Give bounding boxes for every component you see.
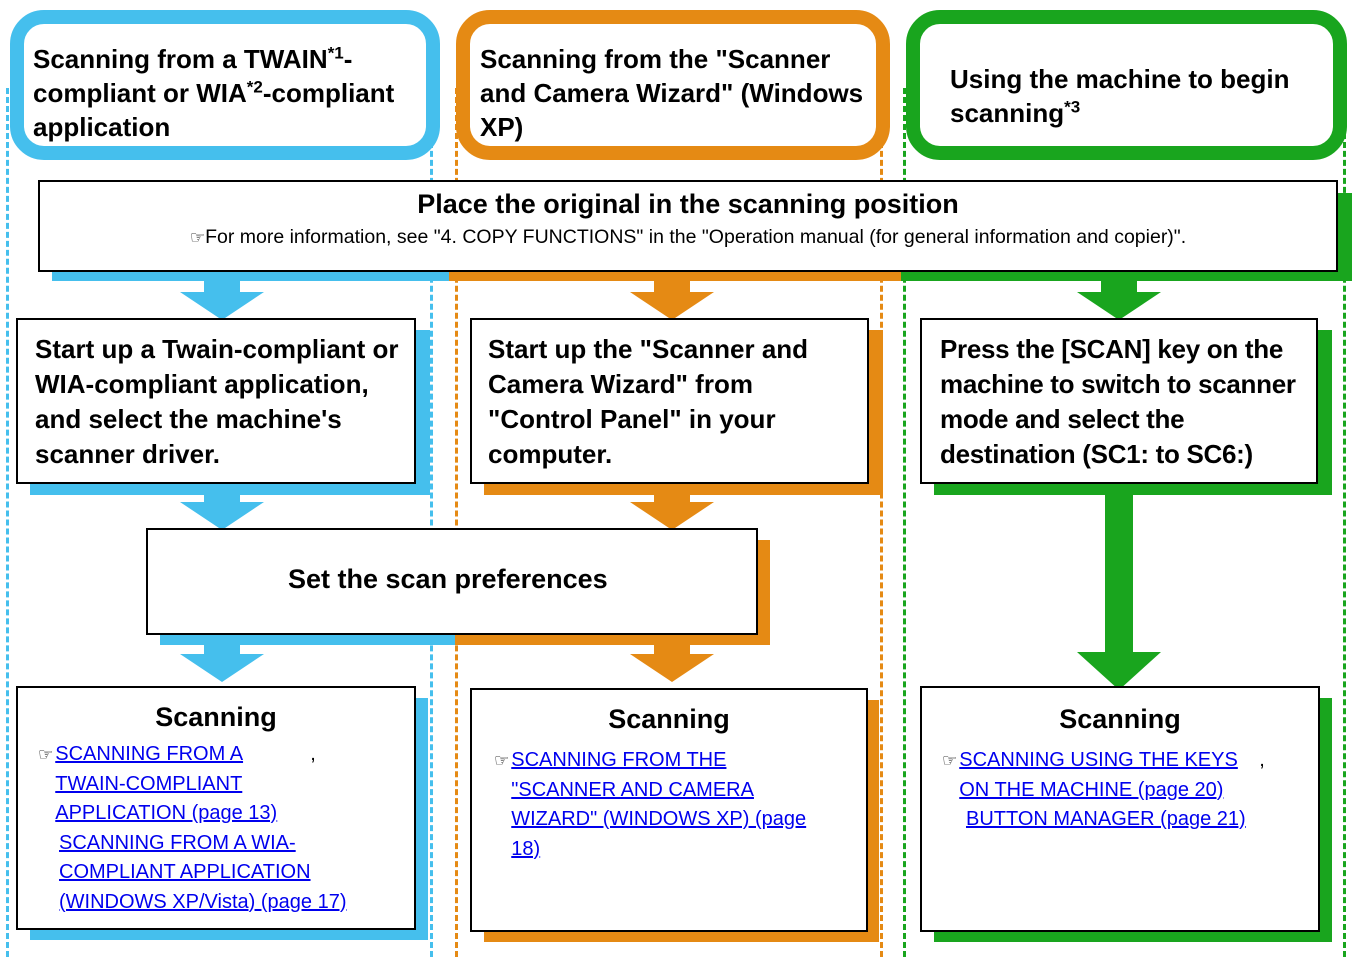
reference-icon: ☞ [942,751,958,770]
wizard-column-left-guide [455,88,458,957]
link-separator: , [1259,749,1265,771]
machine-column-left-guide [903,88,906,957]
arrow-down-icon [180,490,264,530]
set-preferences-box: Set the scan preferences [146,528,758,635]
twain-header-part2: -compliant or WIA [33,44,353,108]
link-separator: , [310,743,316,765]
machine-scanning-box: Scanning ☞SCANNING USING THE KEYS ON THE… [920,686,1320,932]
wizard-column-right-guide [880,88,883,957]
arrow-down-icon [630,280,714,320]
long-arrow-down-icon [1077,485,1161,690]
reference-icon: ☞ [38,745,54,764]
button-manager-link[interactable]: BUTTON MANAGER (page 21) [966,808,1246,830]
twain-column-header: Scanning from a TWAIN*1-compliant or WIA… [10,10,440,160]
wia-application-link[interactable]: SCANNING FROM A WIA-COMPLIANT APPLICATIO… [59,831,347,913]
twain-column-left-guide [6,88,9,957]
place-original-title: Place the original in the scanning posit… [417,189,959,219]
wizard-column-header: Scanning from the "Scanner and Camera Wi… [456,10,890,160]
machine-column-right-guide [1343,88,1346,957]
reference-icon: ☞ [494,751,510,770]
arrow-down-icon [630,642,714,682]
place-original-note-row: ☞For more information, see "4. COPY FUNC… [40,226,1336,249]
twain-scanning-box: Scanning ☞SCANNING FROM A TWAIN-COMPLIAN… [16,686,416,930]
twain-application-link[interactable]: SCANNING FROM A TWAIN-COMPLIANT APPLICAT… [55,743,278,824]
machine-scanning-title: Scanning [1059,704,1181,734]
footnote-1: *1 [327,43,344,63]
twain-header-part1: Scanning from a TWAIN [33,44,328,74]
reference-icon: ☞ [189,228,206,247]
wizard-start-step: Start up the "Scanner and Camera Wizard"… [470,318,869,484]
wizard-link[interactable]: SCANNING FROM THE "SCANNER AND CAMERA WI… [511,749,807,860]
set-preferences-text: Set the scan preferences [288,564,608,594]
arrow-down-icon [630,490,714,530]
arrow-down-icon [180,642,264,682]
place-original-note: For more information, see "4. COPY FUNCT… [205,226,1187,248]
twain-start-step-text: Start up a Twain-compliant or WIA-compli… [35,334,399,469]
machine-start-step-text: Press the [SCAN] key on the machine to s… [940,334,1296,469]
place-original-box: Place the original in the scanning posit… [38,180,1338,272]
machine-keys-link[interactable]: SCANNING USING THE KEYS ON THE MACHINE (… [959,749,1238,801]
machine-column-header: Using the machine to begin scanning*3 [906,10,1347,160]
arrow-down-icon [1077,280,1161,320]
twain-scanning-references: ☞SCANNING FROM A TWAIN-COMPLIANT APPLICA… [38,740,410,917]
arrow-down-icon [180,280,264,320]
machine-start-step: Press the [SCAN] key on the machine to s… [920,318,1318,484]
twain-start-step: Start up a Twain-compliant or WIA-compli… [16,318,416,484]
twain-header-part3: -compliant application [33,78,395,142]
wizard-scanning-references: ☞SCANNING FROM THE "SCANNER AND CAMERA W… [494,746,824,864]
wizard-start-step-text: Start up the "Scanner and Camera Wizard"… [488,334,809,469]
twain-scanning-title: Scanning [155,702,277,732]
footnote-2: *2 [246,77,263,97]
wizard-scanning-box: Scanning ☞SCANNING FROM THE "SCANNER AND… [470,688,868,932]
twain-column-right-guide [430,88,433,957]
machine-scanning-references: ☞SCANNING USING THE KEYS ON THE MACHINE … [942,746,1314,835]
wizard-scanning-title: Scanning [608,704,730,734]
